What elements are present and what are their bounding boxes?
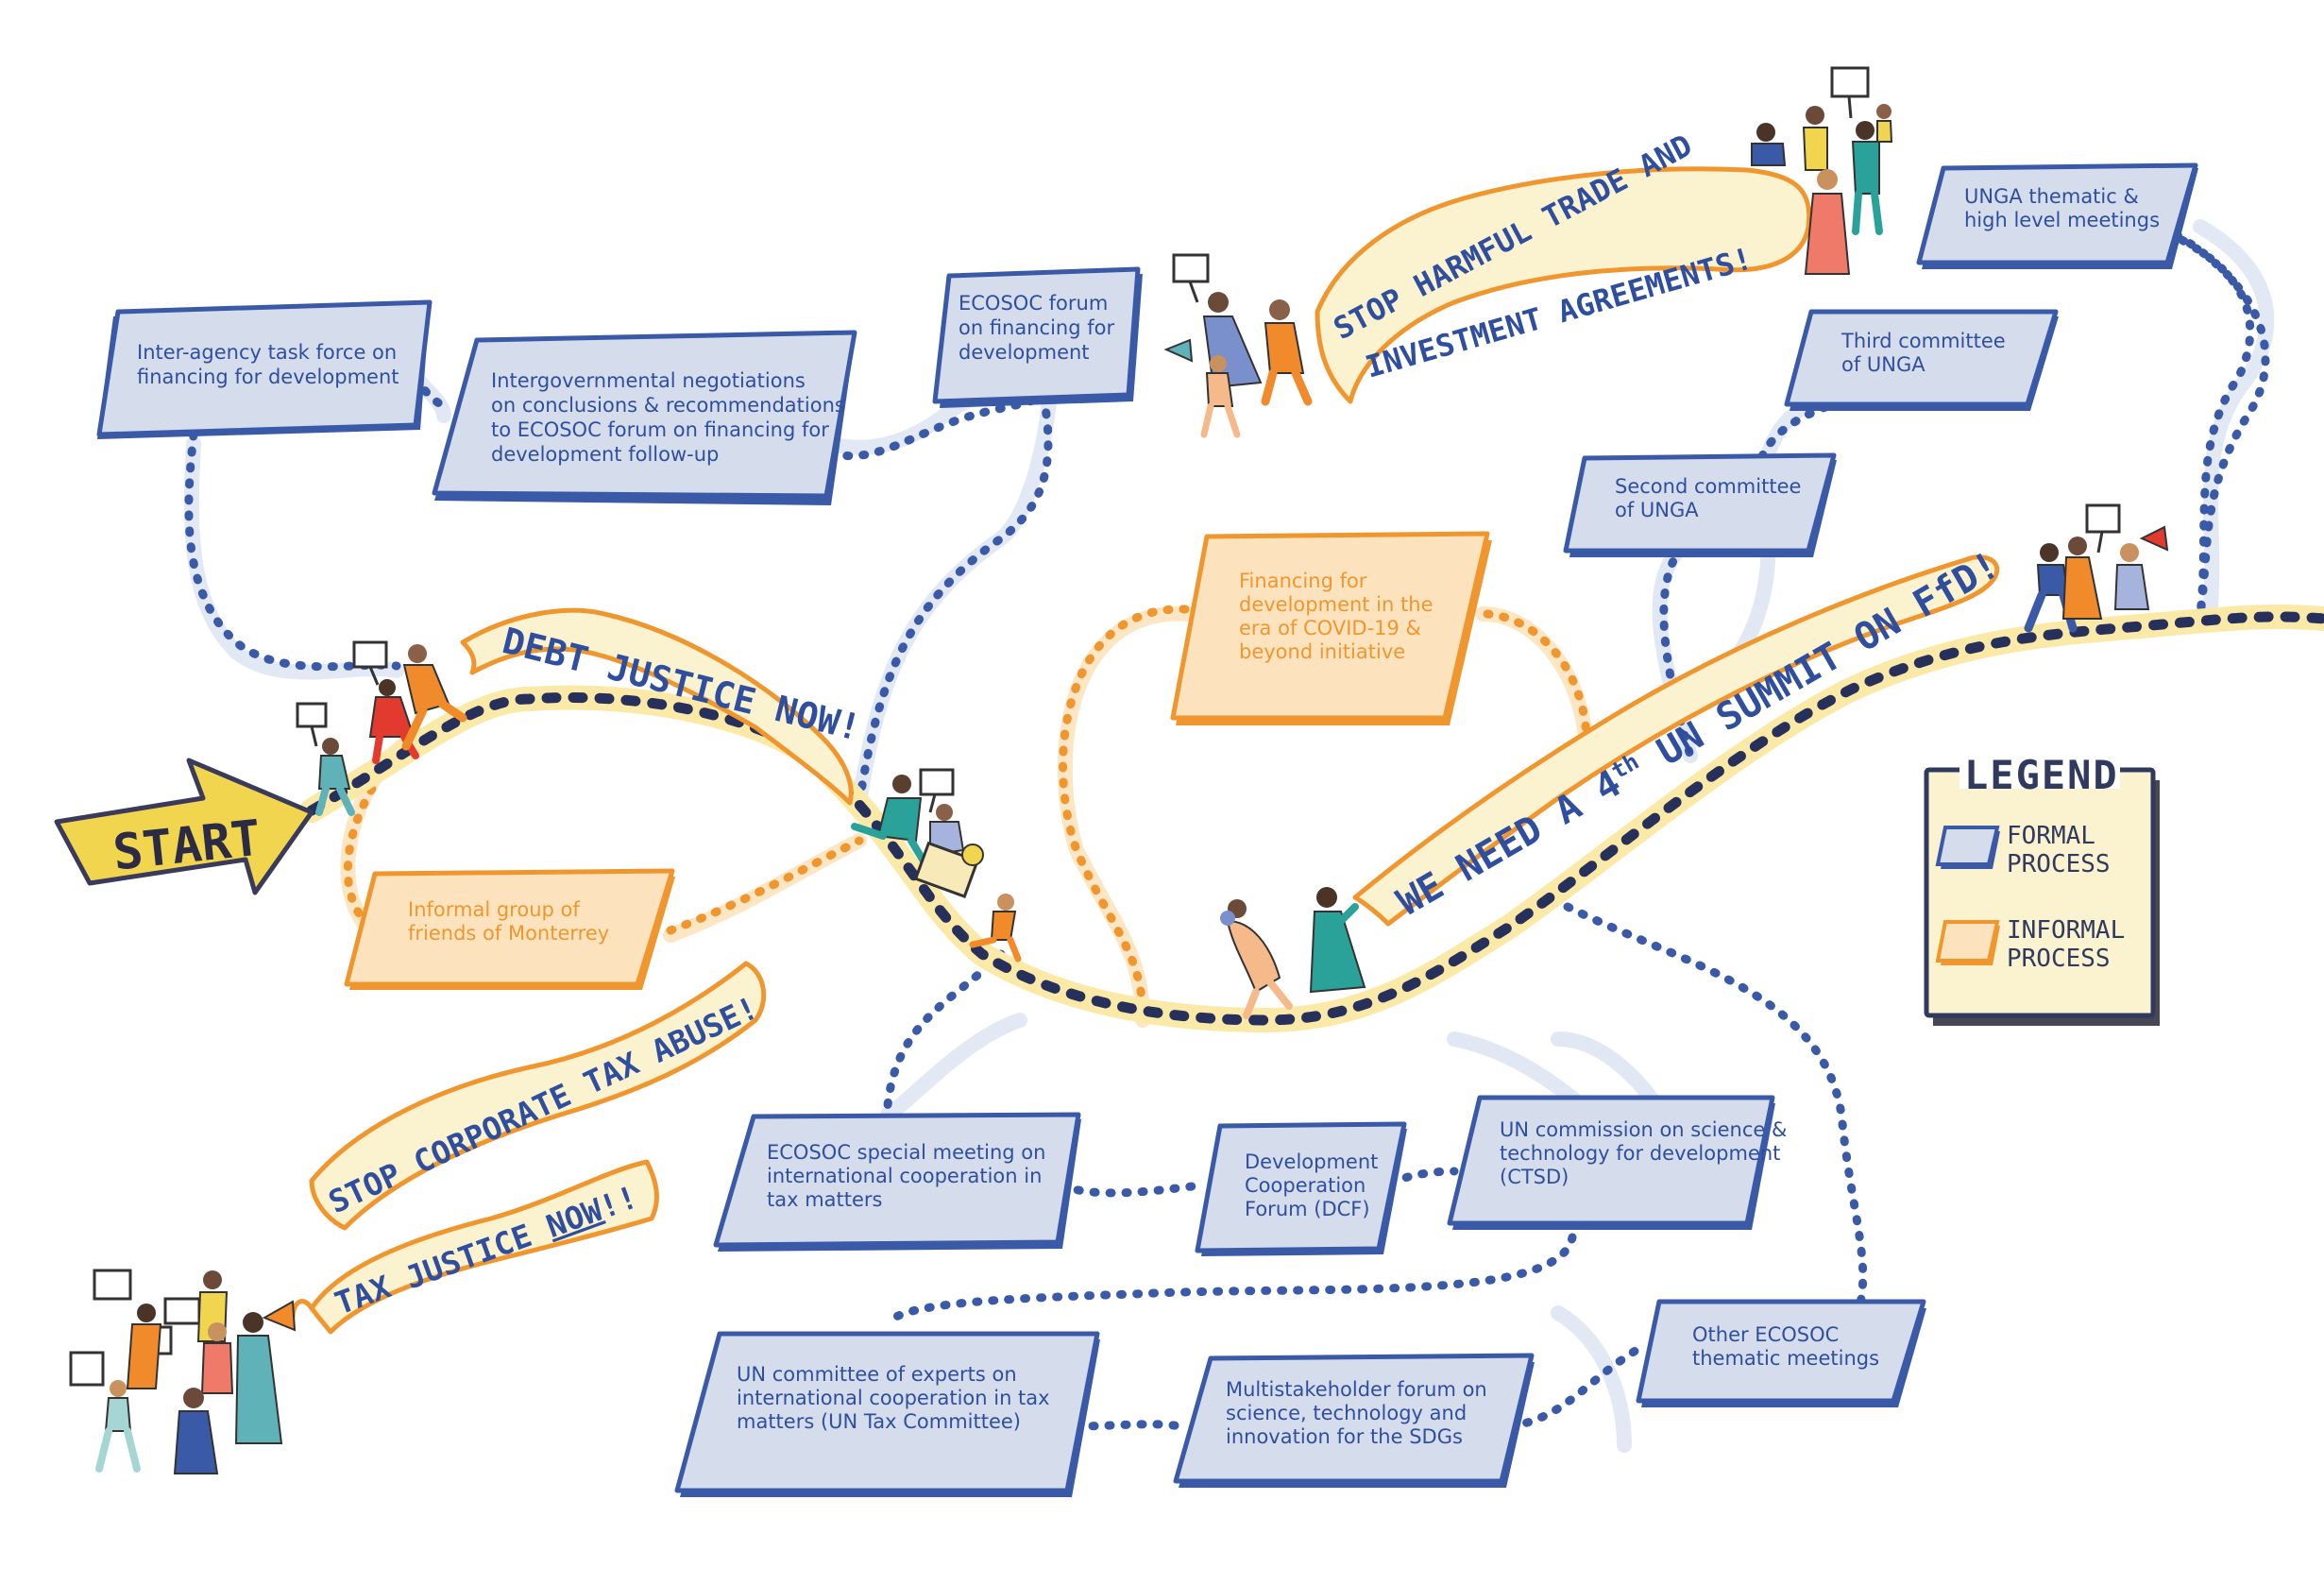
box-interagency-line2: financing for development bbox=[137, 366, 399, 388]
informal-connectors bbox=[340, 605, 1594, 1028]
legend-formal: FORMAL PROCESS bbox=[1935, 822, 2111, 878]
box-second-committee-line1: Second committee bbox=[1615, 475, 1801, 498]
box-ecosoc-special-line1: ECOSOC special meeting on bbox=[767, 1141, 1045, 1164]
box-second-committee: Second committee of UNGA bbox=[1563, 452, 1837, 557]
box-dcf-line3: Forum (DCF) bbox=[1245, 1198, 1370, 1220]
banner-tax-abuse: STOP CORPORATE TAX ABUSE! bbox=[309, 961, 767, 1231]
box-intergov-line1: Intergovernmental negotiations bbox=[491, 369, 806, 392]
box-unga-thematic-line1: UNGA thematic & bbox=[1964, 185, 2139, 208]
box-ecosoc-forum-line2: on financing for bbox=[958, 316, 1114, 339]
legend: LEGEND FORMAL PROCESS INFORMAL PROCESS bbox=[1924, 751, 2160, 1026]
box-third-committee-line2: of UNGA bbox=[1841, 353, 1925, 376]
legend-formal-line1: FORMAL bbox=[2007, 822, 2095, 850]
main-path bbox=[299, 604, 2324, 1033]
marchers-debt-group bbox=[296, 640, 467, 816]
box-ecosoc-special-line3: tax matters bbox=[767, 1188, 883, 1211]
legend-formal-line2: PROCESS bbox=[2007, 850, 2111, 878]
box-ecosoc-special: ECOSOC special meeting on international … bbox=[713, 1112, 1081, 1252]
box-ctsd-line3: (CTSD) bbox=[1500, 1166, 1569, 1188]
box-multistakeholder-line3: innovation for the SDGs bbox=[1226, 1425, 1463, 1448]
box-third-committee: Third committee of UNGA bbox=[1784, 309, 2059, 411]
box-other-ecosoc-line1: Other ECOSOC bbox=[1692, 1323, 1839, 1346]
start-arrow: START bbox=[54, 758, 314, 895]
marchers-right-group bbox=[2024, 503, 2169, 633]
box-tax-committee-line1: UN committee of experts on bbox=[737, 1363, 1017, 1386]
box-intergov: Intergovernmental negotiations on conclu… bbox=[432, 330, 857, 505]
box-monterrey-line1: Informal group of bbox=[408, 898, 580, 921]
box-covid: Financing for development in the era of … bbox=[1170, 531, 1492, 725]
box-intergov-line4: development follow-up bbox=[491, 443, 719, 466]
box-ecosoc-forum: ECOSOC forum on financing for developmen… bbox=[932, 266, 1143, 408]
box-ecosoc-forum-line3: development bbox=[958, 341, 1090, 364]
marchers-middle-group bbox=[851, 768, 1022, 963]
box-ctsd-line2: technology for development bbox=[1500, 1142, 1780, 1165]
legend-informal-line1: INFORMAL bbox=[2007, 916, 2125, 945]
box-dcf: Development Cooperation Forum (DCF) bbox=[1195, 1121, 1407, 1256]
box-other-ecosoc: Other ECOSOC thematic meetings bbox=[1636, 1299, 1926, 1407]
box-ecosoc-forum-line1: ECOSOC forum bbox=[958, 292, 1108, 315]
informal-boxes: Informal group of friends of Monterrey F… bbox=[344, 531, 1492, 990]
legend-informal: INFORMAL PROCESS bbox=[1935, 916, 2125, 973]
box-covid-line1: Financing for bbox=[1239, 570, 1367, 592]
box-covid-line3: era of COVID-19 & bbox=[1239, 617, 1421, 639]
box-third-committee-line1: Third committee bbox=[1841, 330, 2006, 352]
box-tax-committee-line2: international cooperation in tax bbox=[737, 1387, 1050, 1409]
box-tax-committee-line3: matters (UN Tax Committee) bbox=[737, 1410, 1021, 1433]
box-intergov-line2: on conclusions & recommendations bbox=[491, 394, 845, 417]
marchers-top-right-group bbox=[1751, 66, 1893, 275]
box-interagency: Inter-agency task force on financing for… bbox=[96, 299, 433, 439]
formal-boxes: Inter-agency task force on financing for… bbox=[96, 162, 2198, 1497]
box-interagency-line1: Inter-agency task force on bbox=[137, 341, 397, 364]
box-ctsd: UN commission on science & technology fo… bbox=[1447, 1095, 1787, 1230]
box-dcf-line1: Development bbox=[1245, 1150, 1378, 1173]
box-second-committee-line2: of UNGA bbox=[1615, 499, 1699, 521]
box-monterrey: Informal group of friends of Monterrey bbox=[344, 868, 675, 990]
box-multistakeholder-line1: Multistakeholder forum on bbox=[1226, 1378, 1487, 1401]
marchers-tax-group bbox=[69, 1269, 297, 1474]
marchers-trade-group bbox=[1163, 253, 1313, 438]
box-tax-committee: UN committee of experts on international… bbox=[674, 1331, 1100, 1497]
banner-tax-abuse-text: STOP CORPORATE TAX ABUSE! bbox=[323, 989, 764, 1220]
box-intergov-line3: to ECOSOC forum on financing for bbox=[491, 418, 829, 441]
box-ecosoc-special-line2: international cooperation in bbox=[767, 1165, 1042, 1187]
box-covid-line4: beyond initiative bbox=[1239, 640, 1405, 663]
box-covid-line2: development in the bbox=[1239, 593, 1433, 616]
box-ctsd-line1: UN commission on science & bbox=[1500, 1118, 1787, 1141]
banner-trade: STOP HARMFUL TRADE AND INVESTMENT AGREEM… bbox=[1315, 128, 1812, 404]
svg-text:WE NEED A 4th UN SUMMIT ON FfD: WE NEED A 4th UN SUMMIT ON FfD! bbox=[1390, 543, 2007, 924]
box-multistakeholder-line2: science, technology and bbox=[1226, 1402, 1467, 1424]
box-unga-thematic-line2: high level meetings bbox=[1964, 209, 2160, 231]
box-unga-thematic: UNGA thematic & high level meetings bbox=[1916, 162, 2198, 269]
marchers-bottom-pair bbox=[1220, 887, 1366, 1019]
marchers bbox=[69, 66, 2169, 1474]
box-other-ecosoc-line2: thematic meetings bbox=[1692, 1347, 1879, 1370]
box-multistakeholder: Multistakeholder forum on science, techn… bbox=[1173, 1353, 1535, 1488]
legend-informal-line2: PROCESS bbox=[2007, 945, 2111, 973]
box-dcf-line2: Cooperation bbox=[1245, 1174, 1366, 1197]
box-monterrey-line2: friends of Monterrey bbox=[408, 922, 609, 945]
legend-title: LEGEND bbox=[1964, 752, 2119, 798]
